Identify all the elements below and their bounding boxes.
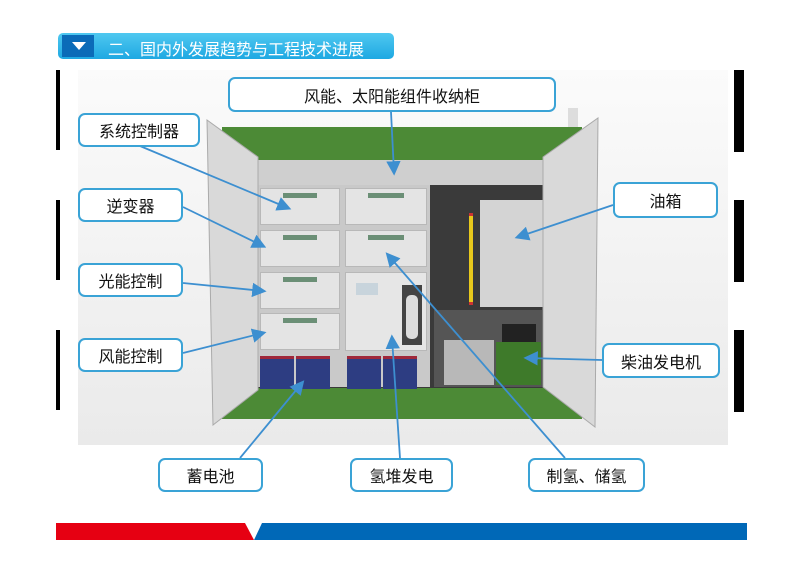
decor-bar: [56, 70, 60, 150]
decor-bar: [56, 330, 60, 410]
leader-diesel: [523, 351, 603, 366]
wind-controller-unit: [260, 313, 340, 350]
label-diesel-generator: 柴油发电机: [602, 343, 720, 378]
label-battery: 蓄电池: [158, 458, 263, 492]
vent-pipe: [568, 108, 578, 133]
decor-bar: [56, 200, 60, 280]
label-oil-tank: 油箱: [613, 182, 718, 218]
leader-system-controller: [139, 145, 292, 211]
decor-bar: [734, 200, 744, 282]
label-storage: 风能、太阳能组件收纳柜: [228, 77, 556, 112]
decor-bar: [734, 330, 744, 412]
decor-bar: [734, 70, 744, 152]
label-hydrogen-stack: 氢堆发电: [350, 458, 453, 492]
oil-tank: [480, 200, 543, 307]
leader-wind: [182, 328, 267, 354]
section-title: 二、国内外发展趋势与工程技术进展: [108, 40, 365, 59]
label-system-controller: 系统控制器: [78, 113, 200, 147]
display-panel: [356, 283, 378, 295]
leader-storage: [386, 111, 401, 176]
left-door: [206, 119, 259, 427]
label-inverter: 逆变器: [78, 188, 183, 222]
diesel-generator-bay: [434, 310, 542, 387]
leader-battery: [239, 380, 305, 459]
inverter-unit: [260, 230, 340, 267]
system-controller-unit: [260, 188, 340, 225]
label-hydrogen-production: 制氢、储氢: [528, 458, 645, 492]
battery: [347, 356, 381, 389]
right-door: [542, 117, 599, 429]
leader-oil: [514, 204, 614, 241]
label-solar-controller: 光能控制: [78, 263, 183, 297]
section-header: 二、国内外发展趋势与工程技术进展: [58, 33, 394, 59]
leader-solar: [182, 282, 267, 298]
hydrogen-cylinder: [406, 295, 418, 339]
battery: [383, 356, 417, 389]
oil-gauge: [469, 213, 473, 305]
leader-hydrogen-stack: [385, 334, 401, 459]
footer-red-bar: [56, 523, 254, 540]
battery: [260, 356, 294, 389]
leader-hydrogen-production: [385, 252, 566, 459]
generator-engine-top: [502, 324, 536, 342]
label-wind-controller: 风能控制: [78, 338, 183, 372]
leader-inverter: [182, 206, 267, 248]
footer-blue-bar: [254, 523, 747, 540]
cabinet-unit: [345, 188, 427, 225]
dropdown-triangle-icon: [62, 35, 94, 57]
